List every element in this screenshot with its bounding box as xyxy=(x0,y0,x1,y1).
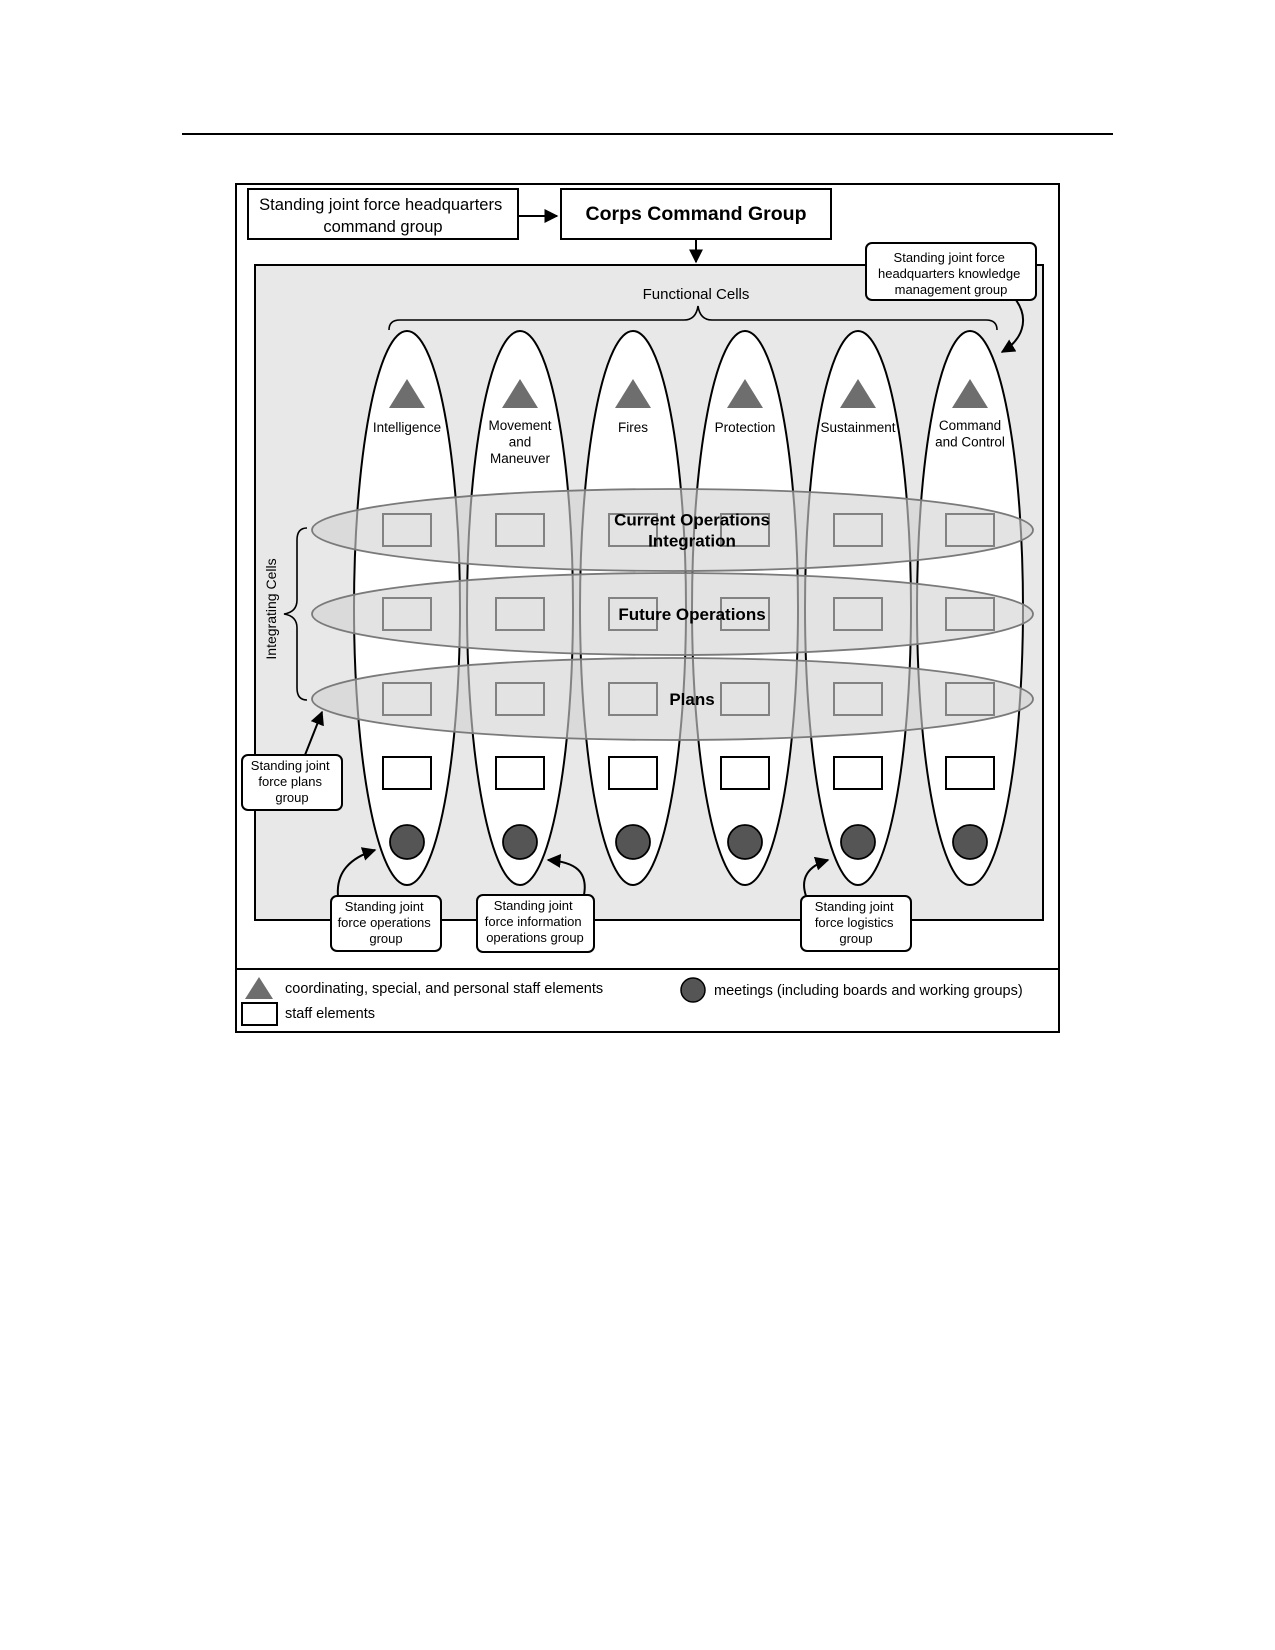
functional-cells-brace xyxy=(388,305,998,331)
staff-element-sustainment xyxy=(833,756,883,790)
arrow-plans-group xyxy=(304,710,324,756)
legend-circle-label: meetings (including boards and working g… xyxy=(714,983,1023,999)
operations-group-label: Standing joint force operations group xyxy=(338,899,435,946)
sjfhq-command-group-label: Standing joint force headquarters comman… xyxy=(259,196,507,236)
legend-rect-label: staff elements xyxy=(285,1006,375,1022)
integrating-cell-current-operations-integration xyxy=(311,488,1034,572)
functional-cell-label-protection: Protection xyxy=(715,420,776,435)
logistics-group-box xyxy=(800,895,912,952)
meeting-circle-icon-fires xyxy=(615,824,651,860)
info-ops-group-label: Standing joint force information operati… xyxy=(485,898,585,945)
staff-triangle-icon-movement-and-maneuver xyxy=(502,379,538,408)
integrating-cells-brace xyxy=(283,527,308,701)
staff-element-protection xyxy=(720,756,770,790)
meeting-circle-icon-protection xyxy=(727,824,763,860)
functional-cell-label-sustainment: Sustainment xyxy=(820,420,895,435)
functional-cell-label-intelligence: Intelligence xyxy=(373,420,441,435)
info-ops-group-box xyxy=(476,894,595,953)
arrow-info-ops-group xyxy=(546,853,586,896)
knowledge-mgmt-group-box xyxy=(865,242,1037,301)
arrow-logistics-group xyxy=(803,856,830,897)
staff-triangle-icon-protection xyxy=(727,379,763,408)
arrow-knowledge-to-c2 xyxy=(1000,299,1025,353)
integrating-cell-future-operations xyxy=(311,572,1034,656)
functional-cell-label-fires: Fires xyxy=(618,420,648,435)
arrow-operations-group xyxy=(336,847,377,897)
plans-group-label: Standing joint force plans group xyxy=(251,758,333,805)
staff-element-intelligence xyxy=(382,756,432,790)
meeting-circle-icon-command-and-control xyxy=(952,824,988,860)
integrating-cell-plans xyxy=(311,657,1034,741)
operations-group-box xyxy=(330,895,442,952)
corps-command-group-box xyxy=(560,188,832,240)
sjfhq-command-group-box xyxy=(247,188,519,240)
plans-group-box xyxy=(241,754,343,811)
top-rule xyxy=(182,133,1113,135)
knowledge-mgmt-group-label: Standing joint force headquarters knowle… xyxy=(878,250,1024,297)
staff-element-command-and-control xyxy=(945,756,995,790)
integrating-cells-heading: Integrating Cells xyxy=(263,558,279,659)
integrating-cell-label-plans: Plans xyxy=(669,690,714,709)
legend-triangle-icon xyxy=(245,977,273,999)
staff-triangle-icon-sustainment xyxy=(840,379,876,408)
staff-element-movement-and-maneuver xyxy=(495,756,545,790)
corps-command-group-label: Corps Command Group xyxy=(585,203,806,225)
staff-triangle-icon-command-and-control xyxy=(952,379,988,408)
integrating-cell-label-future-operations: Future Operations xyxy=(618,605,765,624)
staff-triangle-icon-intelligence xyxy=(389,379,425,408)
meeting-circle-icon-movement-and-maneuver xyxy=(502,824,538,860)
meeting-circle-icon-intelligence xyxy=(389,824,425,860)
legend-rect-icon xyxy=(241,1002,278,1026)
meeting-circle-icon-sustainment xyxy=(840,824,876,860)
logistics-group-label: Standing joint force logistics group xyxy=(815,899,897,946)
legend-circle-icon xyxy=(680,977,706,1003)
legend-triangle-label: coordinating, special, and personal staf… xyxy=(285,981,603,997)
functional-cells-heading: Functional Cells xyxy=(643,286,750,303)
staff-triangle-icon-fires xyxy=(615,379,651,408)
staff-element-fires xyxy=(608,756,658,790)
